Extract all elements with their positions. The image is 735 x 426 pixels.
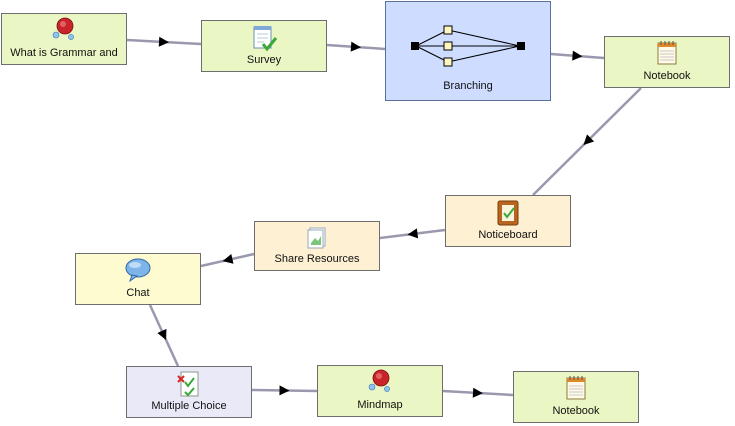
node-label: Survey — [246, 54, 282, 66]
node-label: Notebook — [552, 405, 600, 417]
arrowhead — [157, 328, 167, 341]
node-label: Multiple Choice — [151, 400, 227, 412]
arrowhead — [472, 387, 483, 398]
node-label: Share Resources — [274, 253, 360, 265]
arrowhead — [279, 385, 290, 396]
arrowhead — [583, 134, 595, 146]
activity-node-share-resources[interactable]: Share Resources — [254, 221, 380, 271]
activity-node-multiple-choice[interactable]: Multiple Choice — [126, 366, 252, 418]
arrowhead — [572, 50, 583, 61]
activity-node-survey[interactable]: Survey — [201, 20, 327, 72]
branching-node[interactable]: Branching — [385, 1, 551, 101]
arrowhead — [350, 41, 361, 52]
node-label: What is Grammar and — [10, 47, 118, 59]
activity-node-grammar[interactable]: What is Grammar and — [1, 13, 127, 65]
mindmap-icon — [368, 369, 390, 392]
activity-node-mindmap[interactable]: Mindmap — [317, 365, 443, 417]
activity-node-noticeboard[interactable]: Noticeboard — [445, 195, 571, 247]
node-label: Chat — [126, 287, 150, 299]
node-label: Branching — [443, 80, 493, 92]
node-label: Noticeboard — [478, 229, 538, 241]
activity-node-chat[interactable]: Chat — [75, 253, 201, 305]
notebook-icon — [657, 41, 677, 65]
branching-icon — [411, 25, 525, 67]
multiple-choice-icon — [177, 371, 199, 397]
activity-node-notebook-2[interactable]: Notebook — [513, 371, 639, 423]
mindmap-icon — [52, 17, 74, 40]
edge-layer — [126, 36, 642, 398]
node-label: Mindmap — [357, 399, 403, 411]
arrowhead — [222, 254, 234, 264]
noticeboard-icon — [497, 200, 519, 226]
survey-icon — [253, 26, 278, 52]
notebook-icon — [566, 376, 586, 400]
chat-icon — [125, 258, 151, 283]
activity-node-notebook-1[interactable]: Notebook — [604, 36, 730, 88]
arrowhead — [407, 228, 419, 239]
share-resources-icon — [307, 227, 326, 249]
node-label: Notebook — [643, 70, 691, 82]
arrowhead — [158, 36, 169, 47]
